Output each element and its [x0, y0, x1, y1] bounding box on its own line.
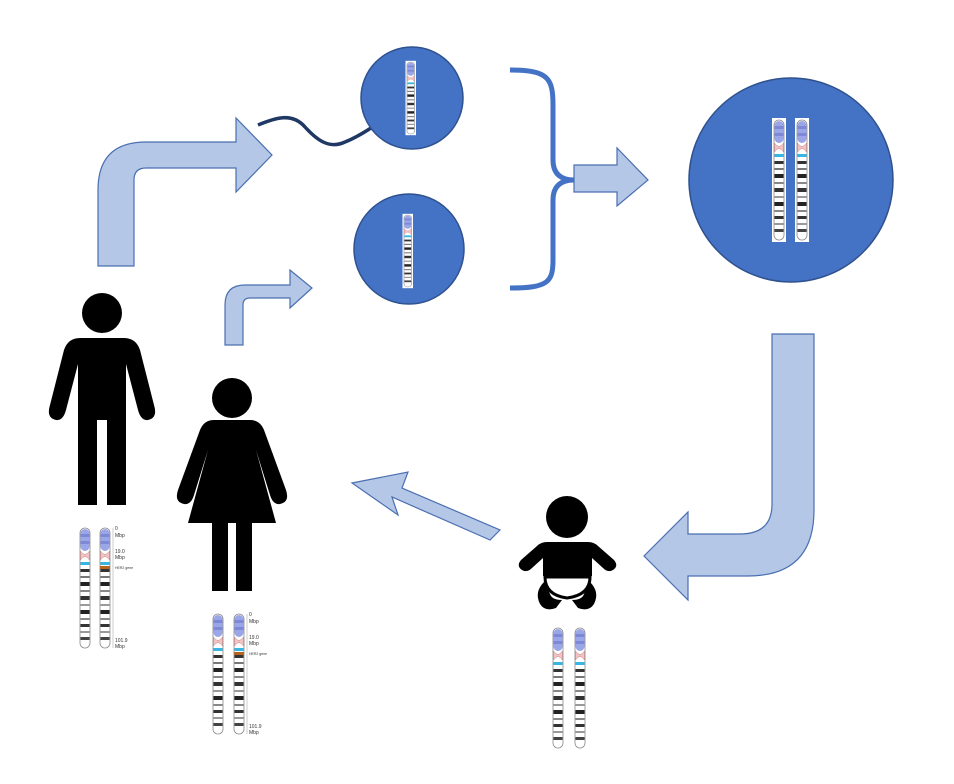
father-chromosome-1	[79, 527, 91, 649]
child-ideogram	[552, 627, 586, 749]
mother-mid-unit: Mbp	[249, 641, 259, 647]
arrow-child-to-parents	[350, 471, 502, 541]
arrow-zygote-to-child	[643, 333, 815, 602]
sperm-cell	[257, 46, 464, 150]
woman-figure-icon	[176, 378, 288, 591]
father-gene-label: HER2 gene	[115, 566, 133, 570]
father-ideogram: 0 Mbp 19.0 Mbp HER2 gene 101.9 Mbp	[79, 526, 133, 650]
mother-mid-label: 19.0	[249, 635, 259, 641]
zygote-chromosome-right	[795, 118, 809, 242]
merge-brace	[509, 67, 575, 291]
mother-ideogram: 0 Mbp 19.0 Mbp HER2 gene 101.9 Mbp	[212, 612, 267, 736]
egg-cell	[353, 193, 465, 305]
baby-figure-icon	[518, 496, 617, 610]
mother-bottom-unit: Mbp	[249, 730, 259, 736]
father-mid-unit: Mbp	[115, 555, 125, 561]
mother-bottom-label: 101.9	[249, 724, 262, 730]
father-top-unit: Mbp	[115, 533, 125, 539]
father-top-label: 0	[115, 526, 118, 532]
father-bottom-label: 101.9	[115, 638, 128, 644]
father-chromosome-2	[99, 527, 111, 649]
mother-chromosome-1	[212, 613, 224, 735]
arrow-father-to-sperm	[97, 116, 273, 267]
egg-chromosome	[403, 214, 414, 288]
father-mid-label: 19.0	[115, 549, 125, 555]
sperm-chromosome	[406, 61, 417, 135]
father-gene-band	[100, 566, 110, 569]
mother-top-unit: Mbp	[249, 619, 259, 625]
arrow-to-zygote	[573, 146, 649, 208]
mother-gene-label: HER2 gene	[249, 652, 267, 656]
arrow-mother-to-egg	[224, 268, 313, 346]
zygote-chromosome-left	[772, 118, 786, 242]
mother-chromosome-2	[233, 613, 245, 735]
zygote-cell	[688, 77, 894, 283]
sperm-tail	[257, 116, 375, 147]
father-bottom-unit: Mbp	[115, 644, 125, 650]
mother-top-label: 0	[249, 612, 252, 618]
man-figure-icon	[48, 293, 156, 505]
zygote-cell-icon	[688, 77, 894, 283]
mother-gene-band	[234, 652, 244, 655]
child-chromosome-2	[574, 627, 586, 749]
child-chromosome-1	[552, 627, 564, 749]
